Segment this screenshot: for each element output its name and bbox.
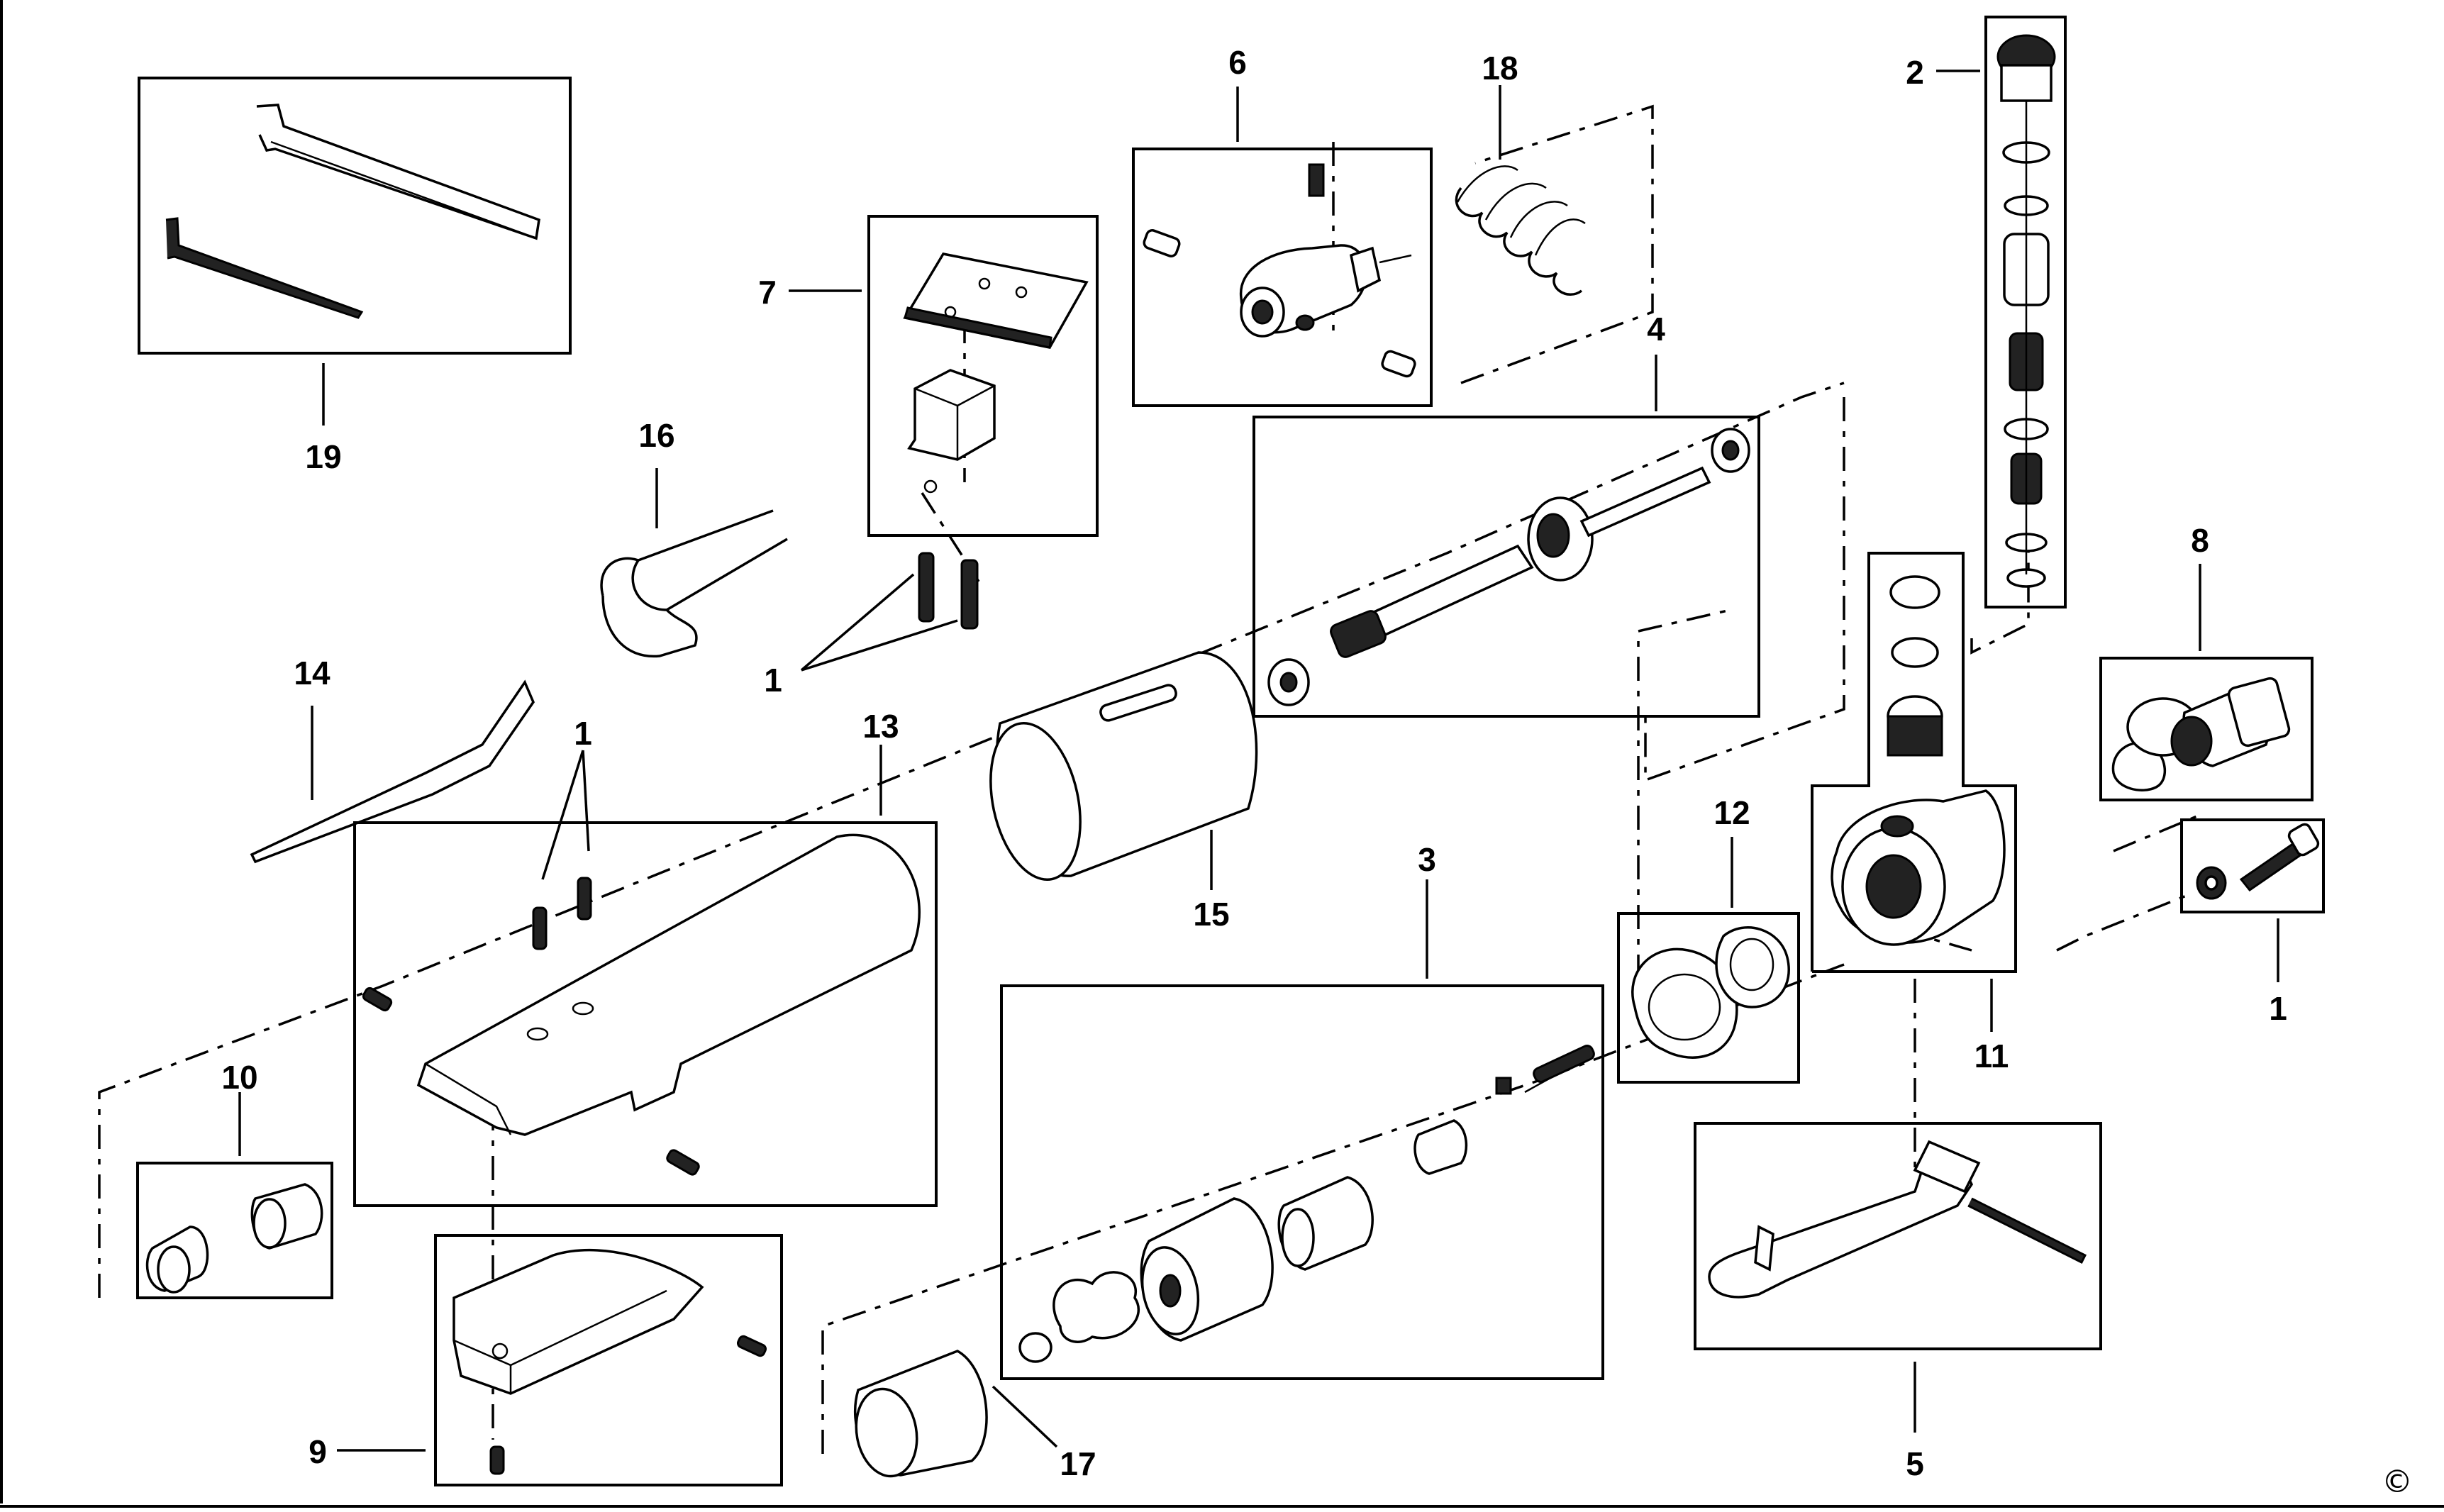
callout-16: 16 <box>638 417 674 454</box>
callout-5: 5 <box>1906 1445 1924 1482</box>
hex-key-large-icon <box>256 104 540 240</box>
spring-icon <box>1455 165 1586 296</box>
callout-14: 14 <box>294 655 331 691</box>
leader-1-mid-b <box>582 750 590 852</box>
callout-1-mid: 1 <box>574 715 592 752</box>
callout-8: 8 <box>2191 522 2209 559</box>
part-8-box <box>2099 657 2314 801</box>
part-4-box <box>1252 416 1760 718</box>
leader-17 <box>992 1385 1058 1448</box>
set-screw-icon <box>1143 163 1416 378</box>
part-2-box <box>1984 16 2067 608</box>
callout-1-right: 1 <box>2269 990 2287 1027</box>
hex-key-small-icon <box>165 217 364 319</box>
copyright-symbol: © <box>2382 1464 2413 1500</box>
rotor-assembly-icon <box>1018 1045 1595 1363</box>
screw-icon <box>918 552 979 630</box>
callout-15: 15 <box>1193 896 1229 933</box>
callout-17: 17 <box>1060 1445 1096 1482</box>
clamp-plate-icon <box>903 252 1089 349</box>
gasket-icon <box>1631 926 1790 1059</box>
rocker-body-icon <box>1239 244 1412 338</box>
part-12-box <box>1617 912 1800 1084</box>
gear-head-icon <box>1831 575 2006 946</box>
part-13-box <box>353 821 938 1207</box>
callout-18: 18 <box>1482 50 1518 87</box>
leader-1-top-b <box>801 619 958 672</box>
shoe-icon <box>452 1248 767 1475</box>
callout-6: 6 <box>1228 44 1247 81</box>
part-7-box <box>867 215 1099 537</box>
part-3-box <box>1000 984 1604 1380</box>
callout-1-top: 1 <box>764 662 782 699</box>
end-cap-icon <box>853 1350 988 1478</box>
part-11-box <box>1811 552 2017 973</box>
part-6-box <box>1132 148 1433 407</box>
clamp-block-icon <box>907 369 996 494</box>
callout-2: 2 <box>1906 54 1924 91</box>
screw-washer-icon <box>2196 823 2320 900</box>
callout-4: 4 <box>1647 311 1665 348</box>
callout-12: 12 <box>1713 794 1750 831</box>
base-foot-icon <box>1708 1140 2087 1299</box>
housing-sleeve-icon <box>989 651 1258 882</box>
part-5-box <box>1694 1122 2102 1350</box>
blade-icon <box>250 679 535 864</box>
valve-stack-icon <box>1996 34 2056 588</box>
part-9-box <box>434 1234 783 1486</box>
part-1-right-box <box>2180 818 2325 913</box>
callout-19: 19 <box>305 438 341 475</box>
callout-11: 11 <box>1974 1038 2009 1074</box>
part-19-box <box>138 77 572 355</box>
callout-9: 9 <box>309 1433 327 1470</box>
callout-3: 3 <box>1418 841 1436 878</box>
part-10-box <box>136 1162 333 1299</box>
callout-13: 13 <box>862 708 899 745</box>
handle-body-icon <box>416 833 921 1136</box>
handle-screws-icon <box>362 877 700 1176</box>
callout-10: 10 <box>221 1059 257 1096</box>
fitting-icon <box>2111 677 2291 791</box>
leader-1-mid-a <box>541 750 584 880</box>
callout-7: 7 <box>758 274 777 311</box>
bushings-icon <box>145 1183 323 1294</box>
drive-shaft-icon <box>1267 428 1750 706</box>
leader-1-top-a <box>800 573 915 672</box>
wire-guide-icon <box>600 509 788 658</box>
